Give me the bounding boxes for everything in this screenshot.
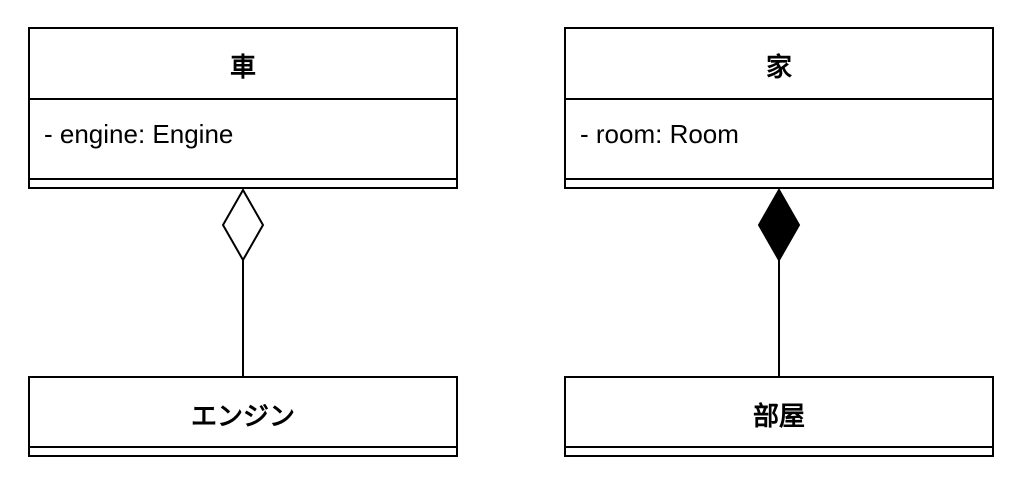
aggregation-relation[interactable] [221,187,265,376]
class-house-methods-divider [566,178,992,180]
class-car-name-divider [30,98,456,100]
composition-filled-diamond [757,187,801,263]
class-room-divider [566,446,992,448]
class-engine-divider [30,446,456,448]
class-house-name-divider [566,98,992,100]
class-car-attribute: - engine: Engine [44,119,234,149]
class-house[interactable]: 家 - room: Room [564,27,994,189]
class-room-name: 部屋 [752,402,805,432]
class-car[interactable]: 車 - engine: Engine [28,27,458,189]
aggregation-hollow-diamond [221,187,265,263]
class-car-name: 車 [229,53,256,83]
class-engine-name: エンジン [190,402,295,432]
composition-relation[interactable] [757,187,801,376]
class-engine[interactable]: エンジン [28,376,458,457]
class-house-attribute: - room: Room [580,119,739,149]
class-room[interactable]: 部屋 [564,376,994,457]
class-car-methods-divider [30,178,456,180]
class-house-name: 家 [765,53,792,83]
